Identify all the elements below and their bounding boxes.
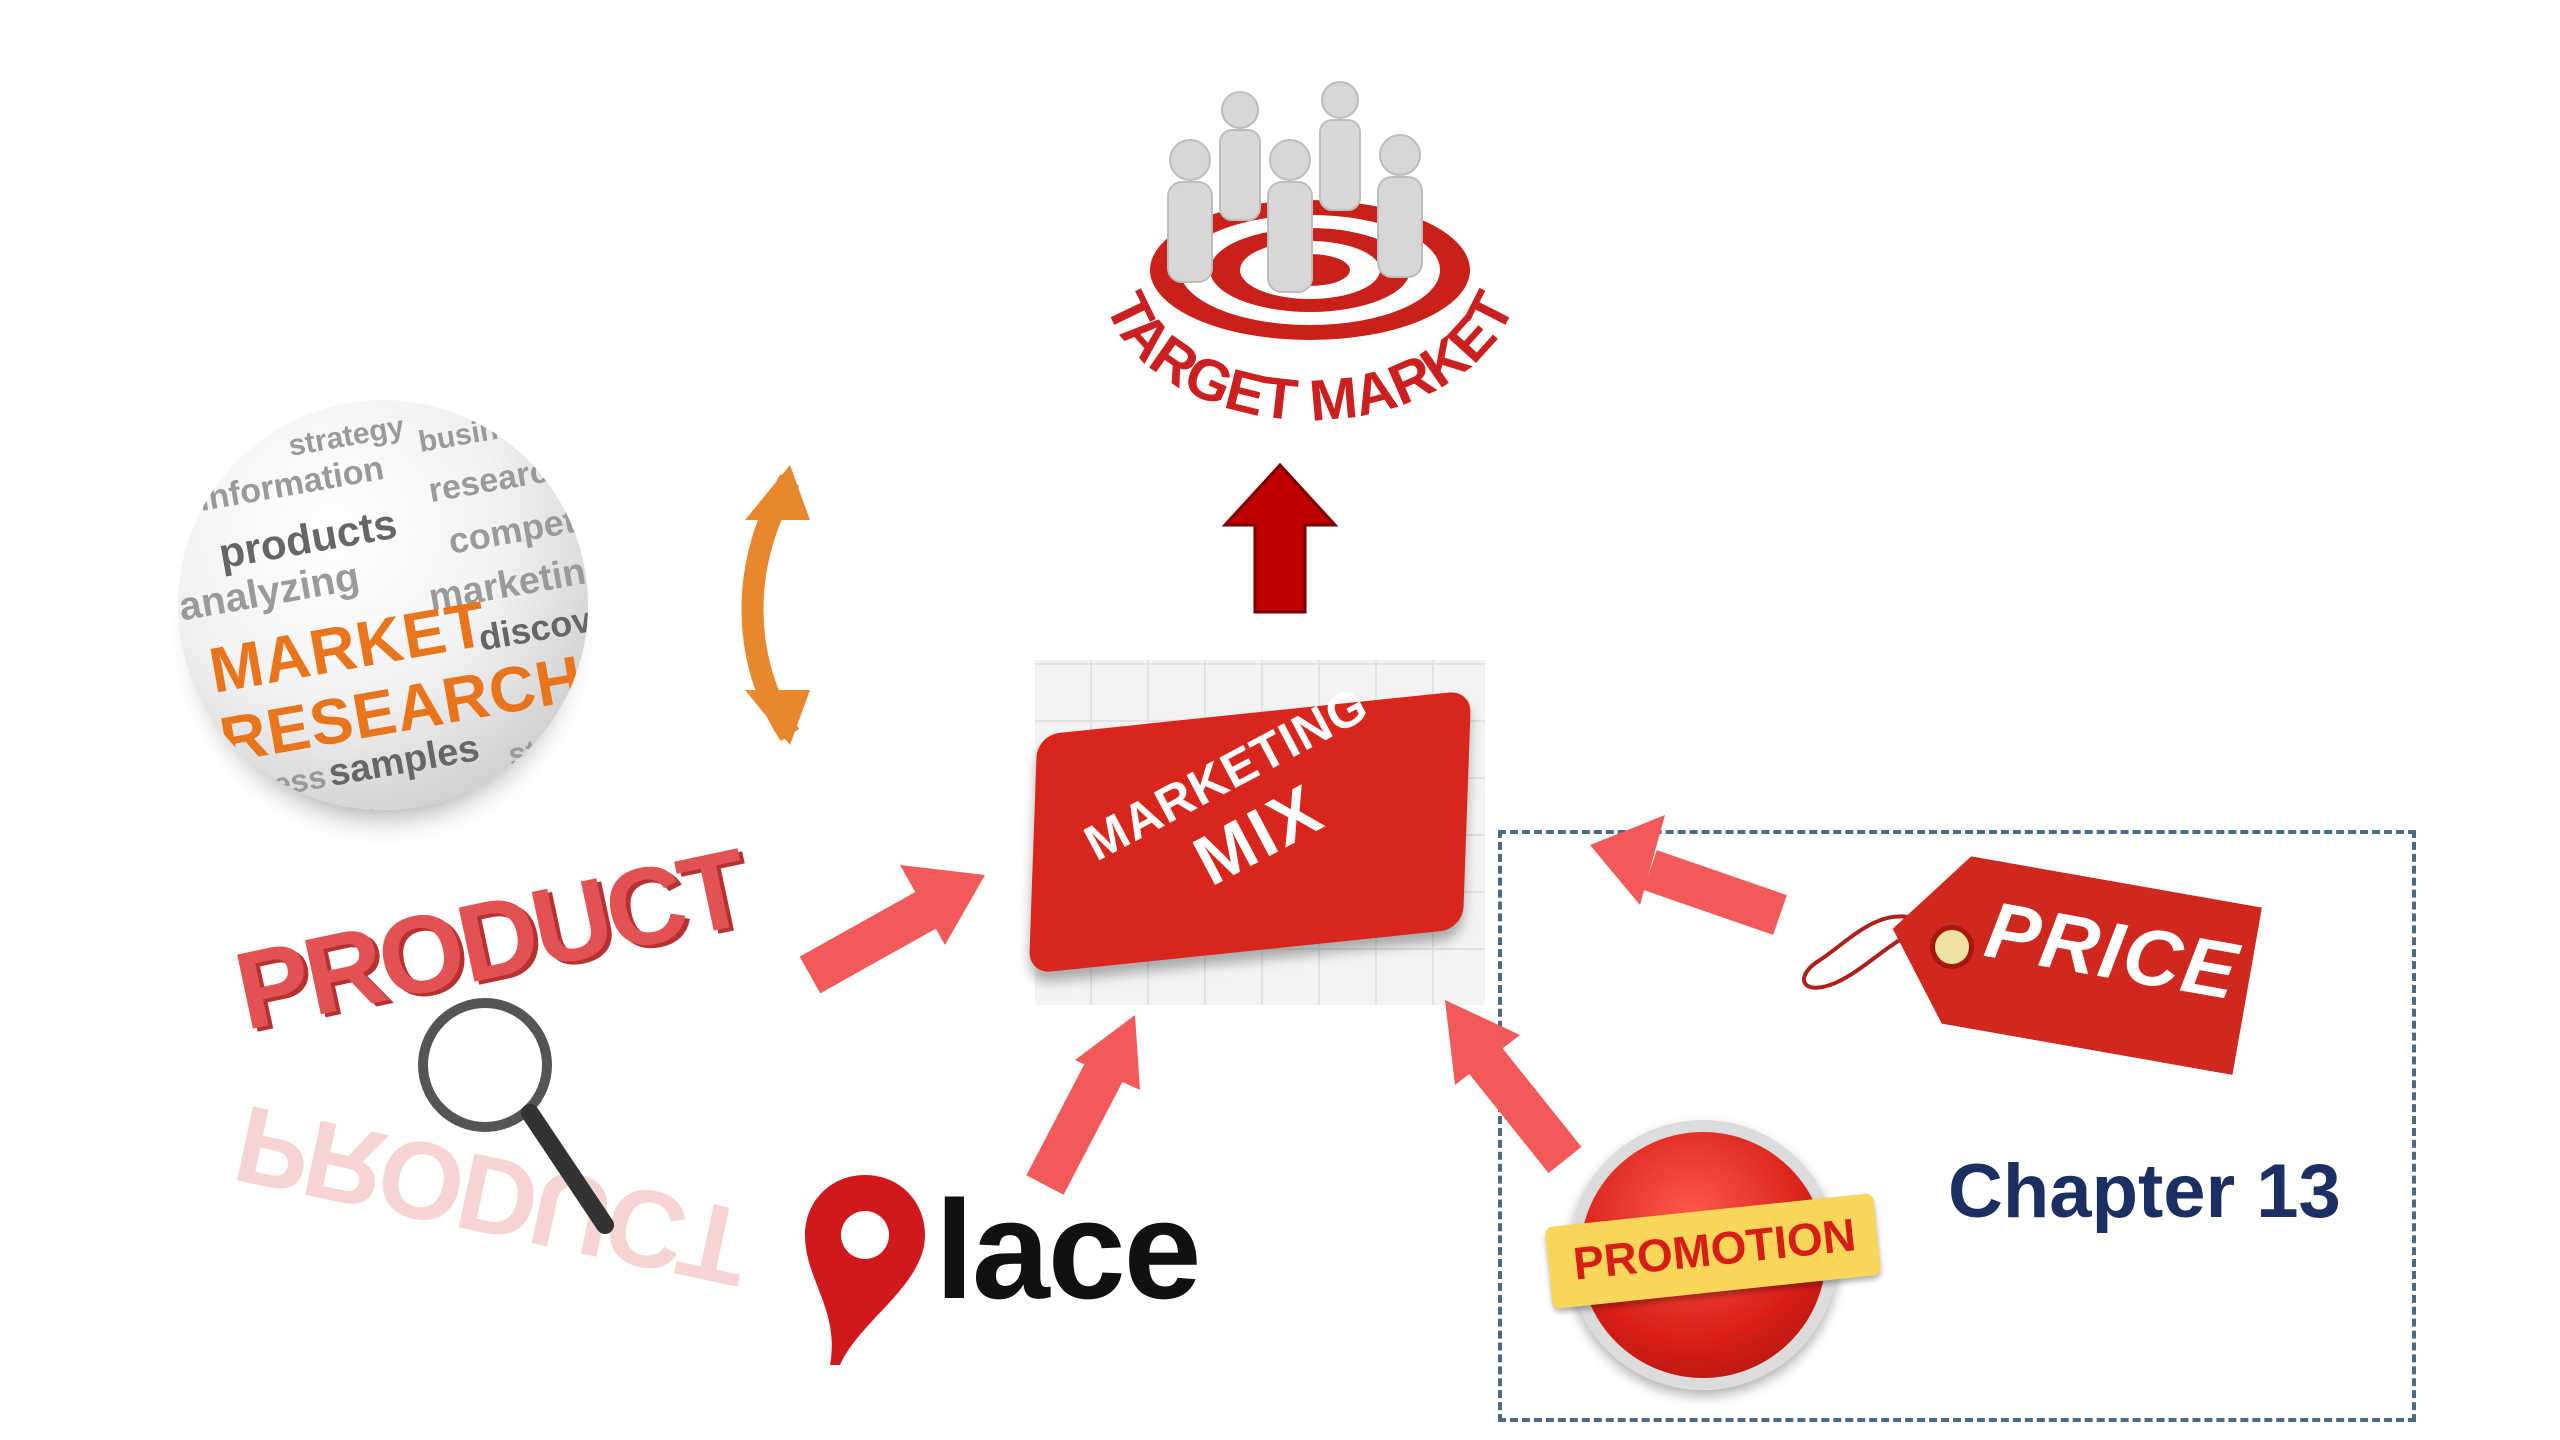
location-pin-icon (805, 1175, 925, 1365)
target-market-illustration: TARGET MARKET (1093, 81, 1527, 434)
price-tag-string (1802, 914, 1921, 990)
chapter-dashed-box (1498, 830, 2416, 1422)
double-arrow-research (741, 465, 810, 745)
arrow-from-price (1590, 815, 1787, 935)
place-label: lace (935, 1171, 1201, 1328)
arrow-from-product (799, 865, 985, 994)
market-research-sphere: strategy business information research p… (178, 400, 588, 810)
chapter-label: Chapter 13 (1948, 1149, 2341, 1234)
arrow-to-target-market (1221, 462, 1339, 614)
arrow-from-promotion (1445, 1000, 1582, 1174)
people-figures (1167, 81, 1423, 293)
magnifier-icon (418, 998, 614, 1234)
arrow-from-place (1026, 1015, 1140, 1195)
